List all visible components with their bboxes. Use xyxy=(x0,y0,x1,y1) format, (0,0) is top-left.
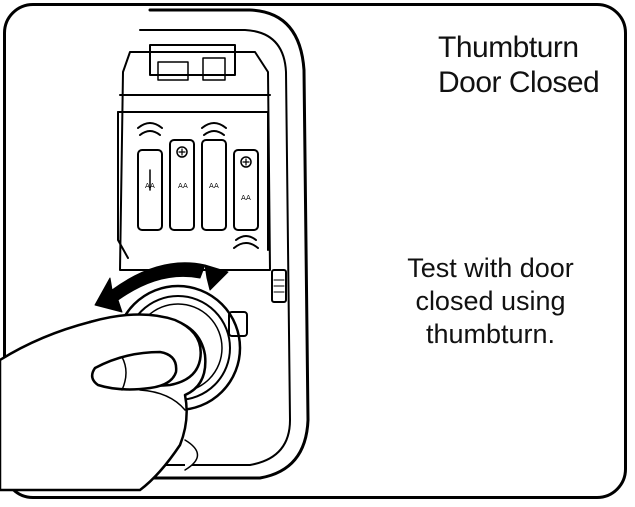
svg-text:AA: AA xyxy=(145,182,155,190)
battery-4: AA xyxy=(233,149,259,249)
hand-illustration xyxy=(0,313,207,492)
battery-3: AA xyxy=(201,122,227,231)
svg-text:AA: AA xyxy=(209,182,219,190)
instruction-line-1: Test with door xyxy=(407,253,574,283)
battery-compartment xyxy=(117,44,271,271)
title-line-2: Door Closed xyxy=(438,66,600,99)
instruction-line-2: closed using xyxy=(415,286,566,316)
side-switch xyxy=(271,269,287,303)
instruction-line-3: thumbturn. xyxy=(425,319,556,349)
illustration-frame xyxy=(3,3,627,499)
title-line-1: Thumbturn xyxy=(438,31,579,64)
svg-text:AA: AA xyxy=(178,182,188,190)
battery-1: AA xyxy=(137,122,163,231)
battery-2: AA xyxy=(169,139,195,231)
lock-body-outline xyxy=(148,8,310,480)
svg-text:AA: AA xyxy=(241,194,251,202)
page-title: Thumbturn Door Closed xyxy=(438,30,600,100)
instruction-text: Test with door closed using thumbturn. xyxy=(388,252,593,351)
